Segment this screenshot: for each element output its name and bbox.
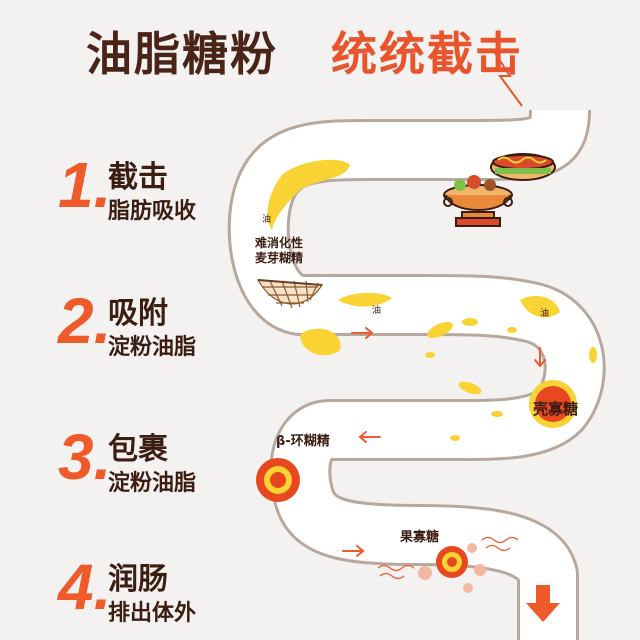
- maltodextrin-label: 难消化性麦芽糊精: [255, 236, 304, 265]
- waste-squiggles: [377, 536, 519, 580]
- step-4-title: 润肠: [108, 562, 168, 597]
- fructo-particle: [418, 543, 486, 593]
- step-3-subtitle: 淀粉油脂: [108, 471, 197, 496]
- step-3-title: 包裹: [108, 432, 168, 467]
- fat-blobs: [267, 159, 597, 441]
- hotpot-icon: [443, 175, 513, 227]
- step-2-subtitle: 淀粉油脂: [108, 335, 197, 360]
- step-2-number: 2.: [58, 285, 112, 357]
- oil-label-2: 油: [372, 306, 382, 316]
- fat-trap-net: [256, 279, 324, 309]
- step-1-subtitle: 脂肪吸收: [108, 199, 197, 224]
- step-4-subtitle: 排出体外: [108, 601, 197, 626]
- step-4-number: 4.: [58, 551, 112, 623]
- oil-label-1: 油: [262, 215, 272, 225]
- chitosan-particle: [529, 380, 577, 428]
- flow-arrows: [342, 327, 546, 557]
- food-illustration: [443, 153, 556, 227]
- title-main: 油脂糖粉: [86, 27, 278, 81]
- title-accent: 统统截击: [331, 27, 523, 81]
- step-1-number: 1.: [58, 149, 112, 221]
- hotdog-icon: [490, 153, 556, 181]
- slash-decoration-icon: [492, 49, 523, 107]
- oil-label-3: 油: [540, 309, 550, 319]
- cyclodextrin-particle: [256, 458, 300, 502]
- fructo-label: 果寡糖: [400, 530, 440, 545]
- step-3-number: 3.: [58, 421, 112, 493]
- cyclodextrin-label: β-环糊精: [276, 434, 330, 449]
- chitosan-label: 壳寡糖: [533, 400, 579, 418]
- exit-arrow-icon: [526, 585, 560, 622]
- step-1-title: 截击: [108, 160, 168, 195]
- step-2-title: 吸附: [108, 296, 168, 331]
